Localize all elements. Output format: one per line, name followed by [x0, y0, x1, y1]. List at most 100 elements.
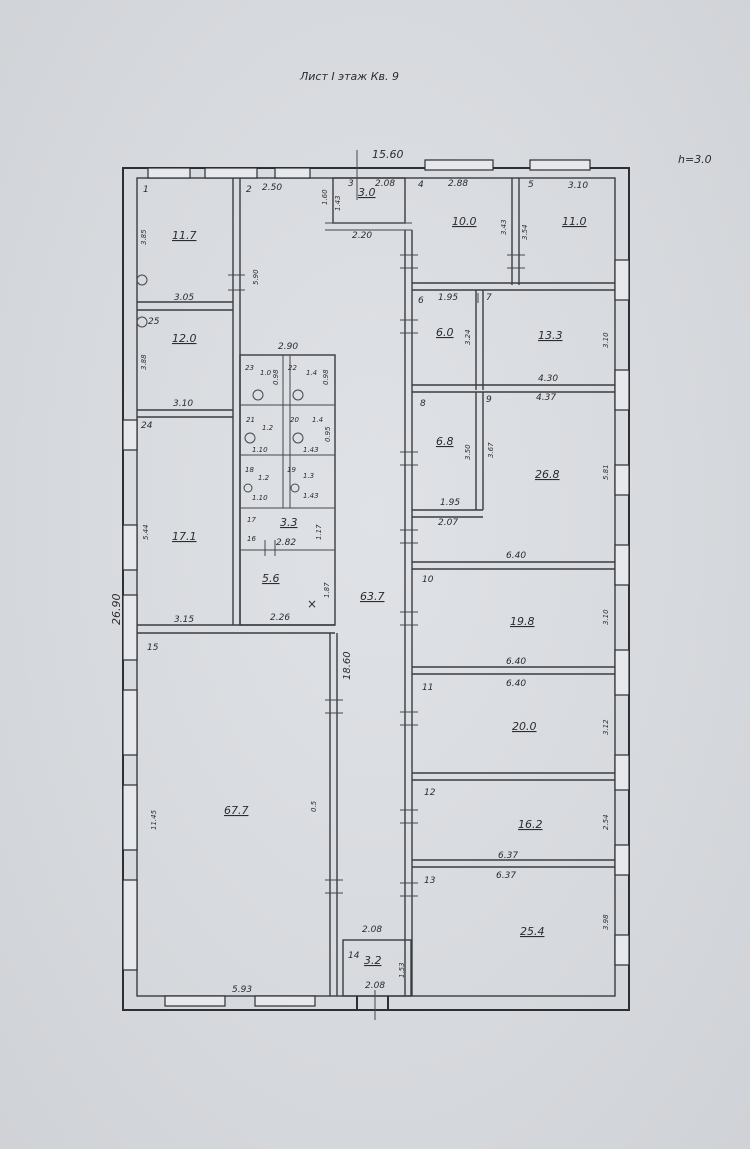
svg-text:3.10: 3.10 [173, 399, 193, 409]
room-1: 1 11.7 3.85 3.05 [140, 185, 197, 303]
svg-text:25: 25 [148, 317, 160, 327]
svg-text:3.3: 3.3 [280, 516, 298, 529]
svg-text:16.2: 16.2 [518, 818, 543, 831]
svg-text:3.2: 3.2 [364, 954, 382, 967]
svg-text:17.1: 17.1 [172, 530, 197, 543]
room-14: 2.08 14 3.2 1.53 2.08 [348, 925, 406, 991]
svg-text:2.07: 2.07 [438, 518, 458, 528]
room-23: 23 1.0 0.98 [245, 364, 280, 385]
svg-text:5.90: 5.90 [252, 269, 260, 285]
svg-text:4.37: 4.37 [536, 393, 556, 403]
svg-text:18: 18 [245, 466, 254, 474]
svg-text:1.43: 1.43 [303, 492, 319, 500]
svg-text:1.4: 1.4 [306, 369, 317, 377]
svg-text:6.40: 6.40 [506, 679, 526, 689]
door-marks [228, 254, 525, 897]
svg-text:1.87: 1.87 [323, 582, 331, 598]
svg-text:1.43: 1.43 [303, 446, 319, 454]
svg-text:1.60: 1.60 [321, 189, 329, 205]
svg-text:20: 20 [290, 416, 299, 424]
svg-text:1: 1 [143, 185, 149, 195]
svg-text:1.95: 1.95 [440, 498, 460, 508]
height-note: h=3.0 [678, 153, 712, 166]
svg-text:17: 17 [247, 516, 256, 524]
svg-text:2.26: 2.26 [270, 613, 290, 623]
room-8: 8 6.8 3.50 1.95 [420, 399, 472, 508]
svg-text:1.2: 1.2 [262, 424, 274, 432]
svg-text:0.98: 0.98 [272, 369, 280, 385]
corridor-area: 63.7 [360, 590, 385, 603]
room-9: 9 4.37 3.67 26.8 5.81 2.07 6.40 [438, 393, 610, 561]
svg-text:1.10: 1.10 [252, 494, 268, 502]
room-16: 16 5.6 2.26 1.87 [247, 535, 331, 623]
svg-text:1.17: 1.17 [315, 524, 323, 540]
svg-text:3.98: 3.98 [602, 914, 610, 930]
outer-walls [122, 167, 630, 1011]
svg-text:6.37: 6.37 [496, 871, 516, 881]
room-2: 2 2.50 5.90 [246, 183, 282, 285]
room-24: 24 5.44 17.1 3.15 3.10 [141, 399, 197, 625]
svg-text:8: 8 [420, 399, 426, 409]
svg-text:1.2: 1.2 [258, 474, 270, 482]
room-15: 15 67.7 11.45 5.93 0.5 [147, 643, 318, 995]
svg-text:4: 4 [418, 180, 424, 190]
svg-text:3: 3 [348, 179, 354, 189]
overall-length: 26.90 [110, 594, 123, 626]
room-18: 18 1.2 1.10 [245, 466, 270, 502]
svg-text:24: 24 [141, 421, 153, 431]
svg-text:6.8: 6.8 [436, 435, 454, 448]
room-5: 5 3.10 11.0 3.54 [521, 180, 588, 240]
svg-text:6: 6 [418, 296, 424, 306]
svg-text:1.3: 1.3 [303, 472, 314, 480]
svg-text:0.95: 0.95 [324, 426, 332, 442]
svg-text:2.08: 2.08 [365, 981, 385, 991]
svg-text:13: 13 [424, 876, 436, 886]
svg-text:1.43: 1.43 [334, 195, 342, 211]
svg-text:3.12: 3.12 [602, 719, 610, 735]
svg-text:3.05: 3.05 [174, 293, 194, 303]
svg-text:19: 19 [287, 466, 296, 474]
svg-text:67.7: 67.7 [224, 804, 249, 817]
right-windows [614, 259, 630, 966]
svg-text:1.0: 1.0 [260, 369, 272, 377]
svg-text:21: 21 [246, 416, 255, 424]
svg-text:1.53: 1.53 [398, 962, 406, 978]
sheet-label: Лист I этаж Кв. 9 [299, 70, 399, 83]
svg-text:3.15: 3.15 [174, 615, 194, 625]
svg-text:3.10: 3.10 [602, 332, 610, 348]
svg-text:0.5: 0.5 [310, 800, 318, 812]
svg-text:20.0: 20.0 [512, 720, 537, 733]
svg-text:4.30: 4.30 [538, 374, 558, 384]
corridor-length: 18.60 [342, 651, 353, 680]
svg-text:6.40: 6.40 [506, 657, 526, 667]
svg-text:25.4: 25.4 [520, 925, 545, 938]
svg-text:1.4: 1.4 [312, 416, 323, 424]
svg-text:3.67: 3.67 [487, 442, 495, 458]
fixtures: × [136, 274, 317, 611]
svg-text:15: 15 [147, 643, 159, 653]
svg-text:2.08: 2.08 [375, 179, 395, 189]
svg-text:11.7: 11.7 [172, 229, 197, 242]
svg-text:0.98: 0.98 [322, 369, 330, 385]
svg-text:3.54: 3.54 [521, 224, 529, 240]
svg-text:14: 14 [348, 951, 360, 961]
room-17: 17 3.3 2.82 1.17 [247, 516, 323, 548]
svg-text:2.50: 2.50 [262, 183, 282, 193]
room-13: 13 6.37 25.4 3.98 [424, 871, 610, 938]
svg-text:5: 5 [528, 180, 534, 190]
svg-text:6.40: 6.40 [506, 551, 526, 561]
room-22: 22 1.4 0.98 [288, 364, 330, 385]
svg-text:9: 9 [486, 395, 492, 405]
svg-text:3.43: 3.43 [500, 219, 508, 235]
corridor-dim-width: 2.90 [278, 342, 298, 352]
svg-text:3.88: 3.88 [140, 354, 148, 370]
interior-walls [137, 150, 615, 1020]
svg-text:23: 23 [245, 364, 254, 372]
svg-text:2.82: 2.82 [276, 538, 296, 548]
room-20: 20 1.4 1.43 0.95 [290, 416, 332, 454]
svg-text:1.95: 1.95 [438, 293, 458, 303]
svg-text:3.0: 3.0 [358, 186, 376, 199]
svg-text:2.88: 2.88 [448, 179, 468, 189]
svg-text:13.3: 13.3 [538, 329, 563, 342]
